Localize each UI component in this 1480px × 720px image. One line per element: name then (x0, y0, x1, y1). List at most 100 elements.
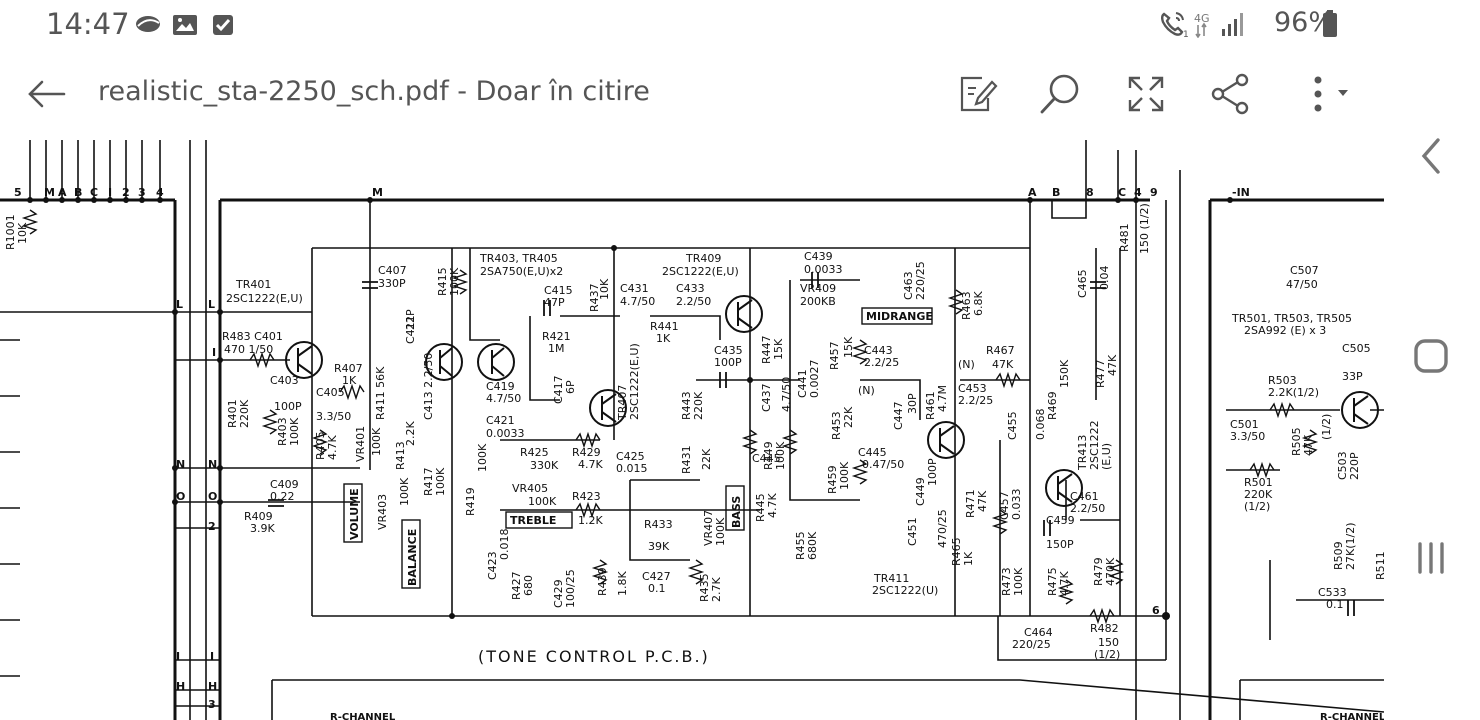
svg-text:8: 8 (1086, 186, 1094, 199)
document-title: realistic_sta-2250_sch.pdf - Doar în cit… (98, 76, 650, 107)
svg-text:2.2/25: 2.2/25 (864, 356, 899, 369)
svg-text:47K: 47K (992, 358, 1014, 371)
search-icon[interactable] (1038, 72, 1082, 116)
svg-text:R417: R417 (422, 467, 435, 496)
svg-text:47K: 47K (976, 490, 989, 512)
svg-text:1.2K: 1.2K (578, 514, 603, 527)
svg-text:4.7K: 4.7K (578, 458, 603, 471)
svg-text:47K: 47K (1302, 434, 1315, 456)
svg-text:22P: 22P (404, 309, 417, 330)
svg-text:R479: R479 (1092, 557, 1105, 586)
svg-text:C505: C505 (1342, 342, 1371, 355)
svg-text:470 1/50: 470 1/50 (224, 343, 273, 356)
svg-text:R425: R425 (520, 446, 549, 459)
svg-text:C415: C415 (544, 284, 573, 297)
svg-text:I: I (176, 650, 180, 663)
svg-text:I: I (210, 650, 214, 663)
svg-text:C533: C533 (1318, 586, 1347, 599)
svg-text:39K: 39K (648, 540, 670, 553)
svg-text:5: 5 (14, 186, 22, 199)
svg-text:R457: R457 (828, 341, 841, 370)
svg-text:R409: R409 (244, 510, 273, 523)
svg-text:150K: 150K (1058, 359, 1071, 388)
svg-text:47P: 47P (544, 296, 565, 309)
svg-text:R415: R415 (436, 267, 449, 296)
svg-text:220K: 220K (692, 391, 705, 420)
svg-text:200KB: 200KB (800, 295, 836, 308)
svg-text:0.068: 0.068 (1034, 409, 1047, 441)
svg-text:0.018: 0.018 (498, 529, 511, 561)
svg-text:6P: 6P (564, 380, 577, 394)
svg-text:4.7/50: 4.7/50 (486, 392, 521, 405)
schematic-label-treble: TREBLE (510, 514, 556, 527)
svg-text:22K: 22K (700, 448, 713, 470)
svg-text:R453: R453 (830, 411, 843, 440)
svg-text:3: 3 (138, 186, 146, 199)
svg-text:47/50: 47/50 (1286, 278, 1318, 291)
svg-text:2SC1222(E,U): 2SC1222(E,U) (662, 265, 739, 278)
back-arrow-icon[interactable] (24, 74, 68, 114)
tr401-label: TR401 (235, 278, 271, 291)
svg-text:47K: 47K (1106, 354, 1119, 376)
svg-text:C439: C439 (804, 250, 833, 263)
svg-text:4: 4 (1134, 186, 1142, 199)
svg-text:A: A (58, 186, 67, 199)
svg-text:C419: C419 (486, 380, 515, 393)
share-icon[interactable] (1208, 72, 1252, 116)
svg-text:R419: R419 (464, 487, 477, 516)
svg-text:TR409: TR409 (685, 252, 721, 265)
svg-text:2: 2 (122, 186, 130, 199)
svg-text:R481: R481 (1118, 223, 1131, 252)
svg-text:C417: C417 (552, 375, 565, 404)
svg-text:0.0033: 0.0033 (486, 427, 525, 440)
svg-text:R423: R423 (572, 490, 601, 503)
svg-text:R-CHANNEL: R-CHANNEL (1320, 712, 1384, 720)
svg-text:100K: 100K (838, 461, 851, 490)
svg-text:R467: R467 (986, 344, 1015, 357)
svg-text:4.7/50: 4.7/50 (780, 377, 793, 412)
fullscreen-icon[interactable] (1124, 72, 1168, 116)
svg-text:N: N (176, 458, 185, 471)
svg-text:B: B (74, 186, 82, 199)
svg-text:100K: 100K (528, 495, 557, 508)
svg-text:L: L (176, 298, 183, 311)
svg-text:33P: 33P (1342, 370, 1363, 383)
home-nav-icon[interactable] (1406, 330, 1458, 382)
svg-text:(N): (N) (958, 358, 975, 371)
svg-text:0.22: 0.22 (270, 490, 295, 503)
svg-text:2SC1222(E,U): 2SC1222(E,U) (226, 292, 303, 305)
pdf-page-viewer[interactable]: VOLUME BALANCE TREBLE BASS MIDRANGE TR40… (0, 140, 1384, 720)
svg-text:150: 150 (1098, 636, 1119, 649)
svg-text:R459: R459 (826, 465, 839, 494)
svg-text:R439: R439 (596, 567, 609, 596)
svg-text:4: 4 (156, 186, 164, 199)
svg-text:9: 9 (1150, 186, 1158, 199)
svg-text:O: O (208, 490, 217, 503)
svg-text:15K: 15K (772, 338, 785, 360)
svg-text:R469: R469 (1046, 391, 1059, 420)
more-icon[interactable] (1300, 72, 1364, 116)
schematic-title: (TONE CONTROL P.C.B.) (478, 647, 710, 666)
svg-text:VR407: VR407 (702, 510, 715, 546)
svg-text:R427: R427 (510, 571, 523, 600)
back-nav-icon[interactable] (1406, 130, 1458, 182)
svg-text:C435: C435 (714, 344, 743, 357)
svg-text:3.3/50: 3.3/50 (1230, 430, 1265, 443)
svg-text:R465: R465 (950, 537, 963, 566)
cloud-icon (134, 14, 162, 38)
svg-text:15K: 15K (842, 336, 855, 358)
system-nav-bar (1384, 0, 1480, 720)
svg-text:470/25: 470/25 (936, 509, 949, 548)
svg-text:R411 56K: R411 56K (374, 366, 387, 420)
svg-text:C421: C421 (486, 414, 515, 427)
svg-text:R421: R421 (542, 330, 571, 343)
recents-nav-icon[interactable] (1406, 532, 1458, 584)
svg-text:C429: C429 (552, 579, 565, 608)
svg-text:4.7K: 4.7K (1058, 571, 1071, 596)
edit-icon[interactable] (954, 72, 998, 116)
schematic-drawing: VOLUME BALANCE TREBLE BASS MIDRANGE TR40… (0, 140, 1384, 720)
svg-text:R441: R441 (650, 320, 679, 333)
svg-text:C433: C433 (676, 282, 705, 295)
svg-text:R511: R511 (1374, 551, 1384, 580)
svg-text:4.7K: 4.7K (326, 435, 339, 460)
